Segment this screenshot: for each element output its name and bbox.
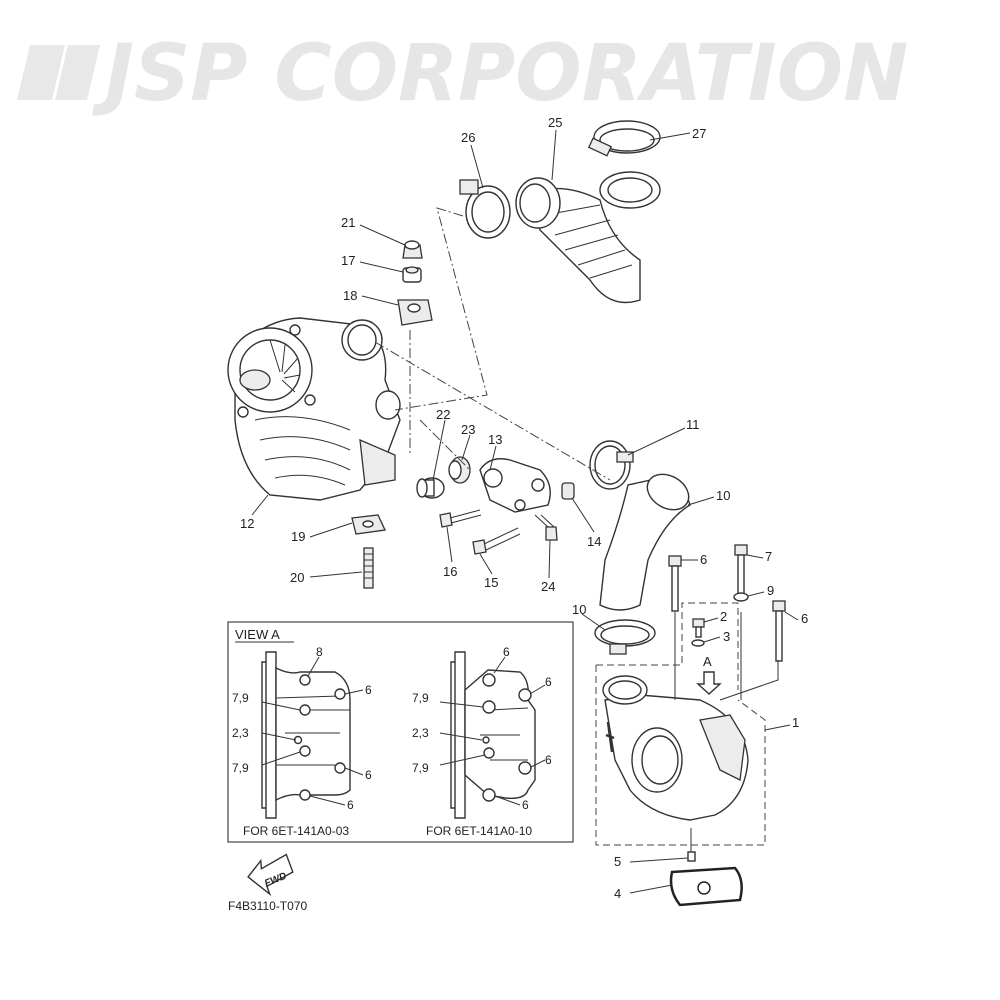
view-a-arrow xyxy=(696,671,722,695)
callout-22: 22 xyxy=(436,407,450,422)
callout-view-a: A xyxy=(703,654,712,669)
callout-5: 5 xyxy=(614,854,621,869)
view-a-right-label: 6 xyxy=(503,645,510,659)
fwd-arrow-icon: FWD xyxy=(247,853,294,897)
view-a-right-label: 6 xyxy=(545,753,552,767)
part-14-collar xyxy=(561,482,575,500)
callout-3: 3 xyxy=(723,629,730,644)
part-16-bolt xyxy=(439,509,482,528)
view-a-right-label: 6 xyxy=(522,798,529,812)
callout-27: 27 xyxy=(692,126,706,141)
part-21-nut xyxy=(402,240,423,259)
part-25-air-duct xyxy=(515,171,661,304)
view-a-right-label: 7,9 xyxy=(412,761,429,775)
callout-13: 13 xyxy=(488,432,502,447)
part-26-clamp xyxy=(459,179,511,239)
callout-19: 19 xyxy=(291,529,305,544)
callout-25: 25 xyxy=(548,115,562,130)
callout-12: 12 xyxy=(240,516,254,531)
part-13-bracket xyxy=(479,458,551,513)
part-7-bolt xyxy=(734,544,748,596)
view-a-left-label: 6 xyxy=(365,768,372,782)
part-10-hose xyxy=(599,473,691,611)
part-2-bolt xyxy=(692,618,705,638)
part-18-mount xyxy=(397,299,433,326)
view-a-left-label: 2,3 xyxy=(232,726,249,740)
callout-15: 15 xyxy=(484,575,498,590)
callout-10-lower: 10 xyxy=(572,602,586,617)
part-3-washer xyxy=(691,639,705,647)
callout-18: 18 xyxy=(343,288,357,303)
view-a-right-label: 7,9 xyxy=(412,691,429,705)
view-a-left-label: 6 xyxy=(347,798,354,812)
view-a-right-drawing: 6 6 7,9 2,3 7,9 6 6 FOR 6ET-141A0-10 xyxy=(412,645,552,838)
part-6-bolt xyxy=(668,555,682,612)
guide-lines xyxy=(374,207,779,852)
diagram-code: F4B3110-T070 xyxy=(228,899,307,913)
callout-17: 17 xyxy=(341,253,355,268)
view-a-right-caption: FOR 6ET-141A0-10 xyxy=(426,824,532,838)
callout-11: 11 xyxy=(686,417,700,432)
part-10-clamp-lower xyxy=(594,619,656,655)
part-24-bolt xyxy=(534,514,558,541)
view-a-title: VIEW A xyxy=(235,627,280,642)
part-22-bushing xyxy=(416,477,445,499)
view-a-left-label-8: 8 xyxy=(316,645,323,659)
part-15-bolt xyxy=(472,527,521,555)
callout-leaders xyxy=(251,129,799,894)
part-20-stud xyxy=(363,547,374,589)
part-19-plate xyxy=(351,514,386,535)
watermark-text: JSP CORPORATION xyxy=(92,29,908,119)
callout-4: 4 xyxy=(614,886,621,901)
callout-26: 26 xyxy=(461,130,475,145)
callout-24: 24 xyxy=(541,579,555,594)
part-1-supercharger xyxy=(602,675,749,821)
callout-6-a: 6 xyxy=(700,552,707,567)
part-12-supercharger-housing xyxy=(227,317,401,501)
part-11-clamp xyxy=(589,440,634,490)
view-a-panel: VIEW A 8 6 7,9 2,3 7,9 6 6 FOR 6ET-141A0… xyxy=(227,621,574,843)
part-4-gasket xyxy=(669,866,743,907)
view-a-left-label: 7,9 xyxy=(232,761,249,775)
callout-23: 23 xyxy=(461,422,475,437)
callout-16: 16 xyxy=(443,564,457,579)
callout-10-upper: 10 xyxy=(716,488,730,503)
callout-1: 1 xyxy=(792,715,799,730)
part-17-collar xyxy=(402,266,422,283)
part-5-pin xyxy=(687,851,696,862)
callout-14: 14 xyxy=(587,534,601,549)
callout-labels: 26 25 27 21 17 18 22 23 13 11 10 12 19 1… xyxy=(240,115,808,901)
part-27-clamp xyxy=(587,120,661,157)
callout-21: 21 xyxy=(341,215,355,230)
part-6-bolt-right xyxy=(772,600,786,662)
ihi-logo xyxy=(605,721,615,753)
callout-9: 9 xyxy=(767,583,774,598)
watermark-logo: JSP CORPORATION xyxy=(17,29,908,119)
view-a-left-caption: FOR 6ET-141A0-03 xyxy=(243,824,349,838)
view-a-right-label: 6 xyxy=(545,675,552,689)
callout-2: 2 xyxy=(720,609,727,624)
callout-6-b: 6 xyxy=(801,611,808,626)
callout-7: 7 xyxy=(765,549,772,564)
view-a-left-drawing: 8 6 7,9 2,3 7,9 6 6 FOR 6ET-141A0-03 xyxy=(232,645,372,838)
view-a-left-label: 7,9 xyxy=(232,691,249,705)
callout-20: 20 xyxy=(290,570,304,585)
view-a-right-label: 2,3 xyxy=(412,726,429,740)
part-9-washer xyxy=(733,592,749,602)
view-a-left-label: 6 xyxy=(365,683,372,697)
part-23-damper xyxy=(448,456,471,484)
